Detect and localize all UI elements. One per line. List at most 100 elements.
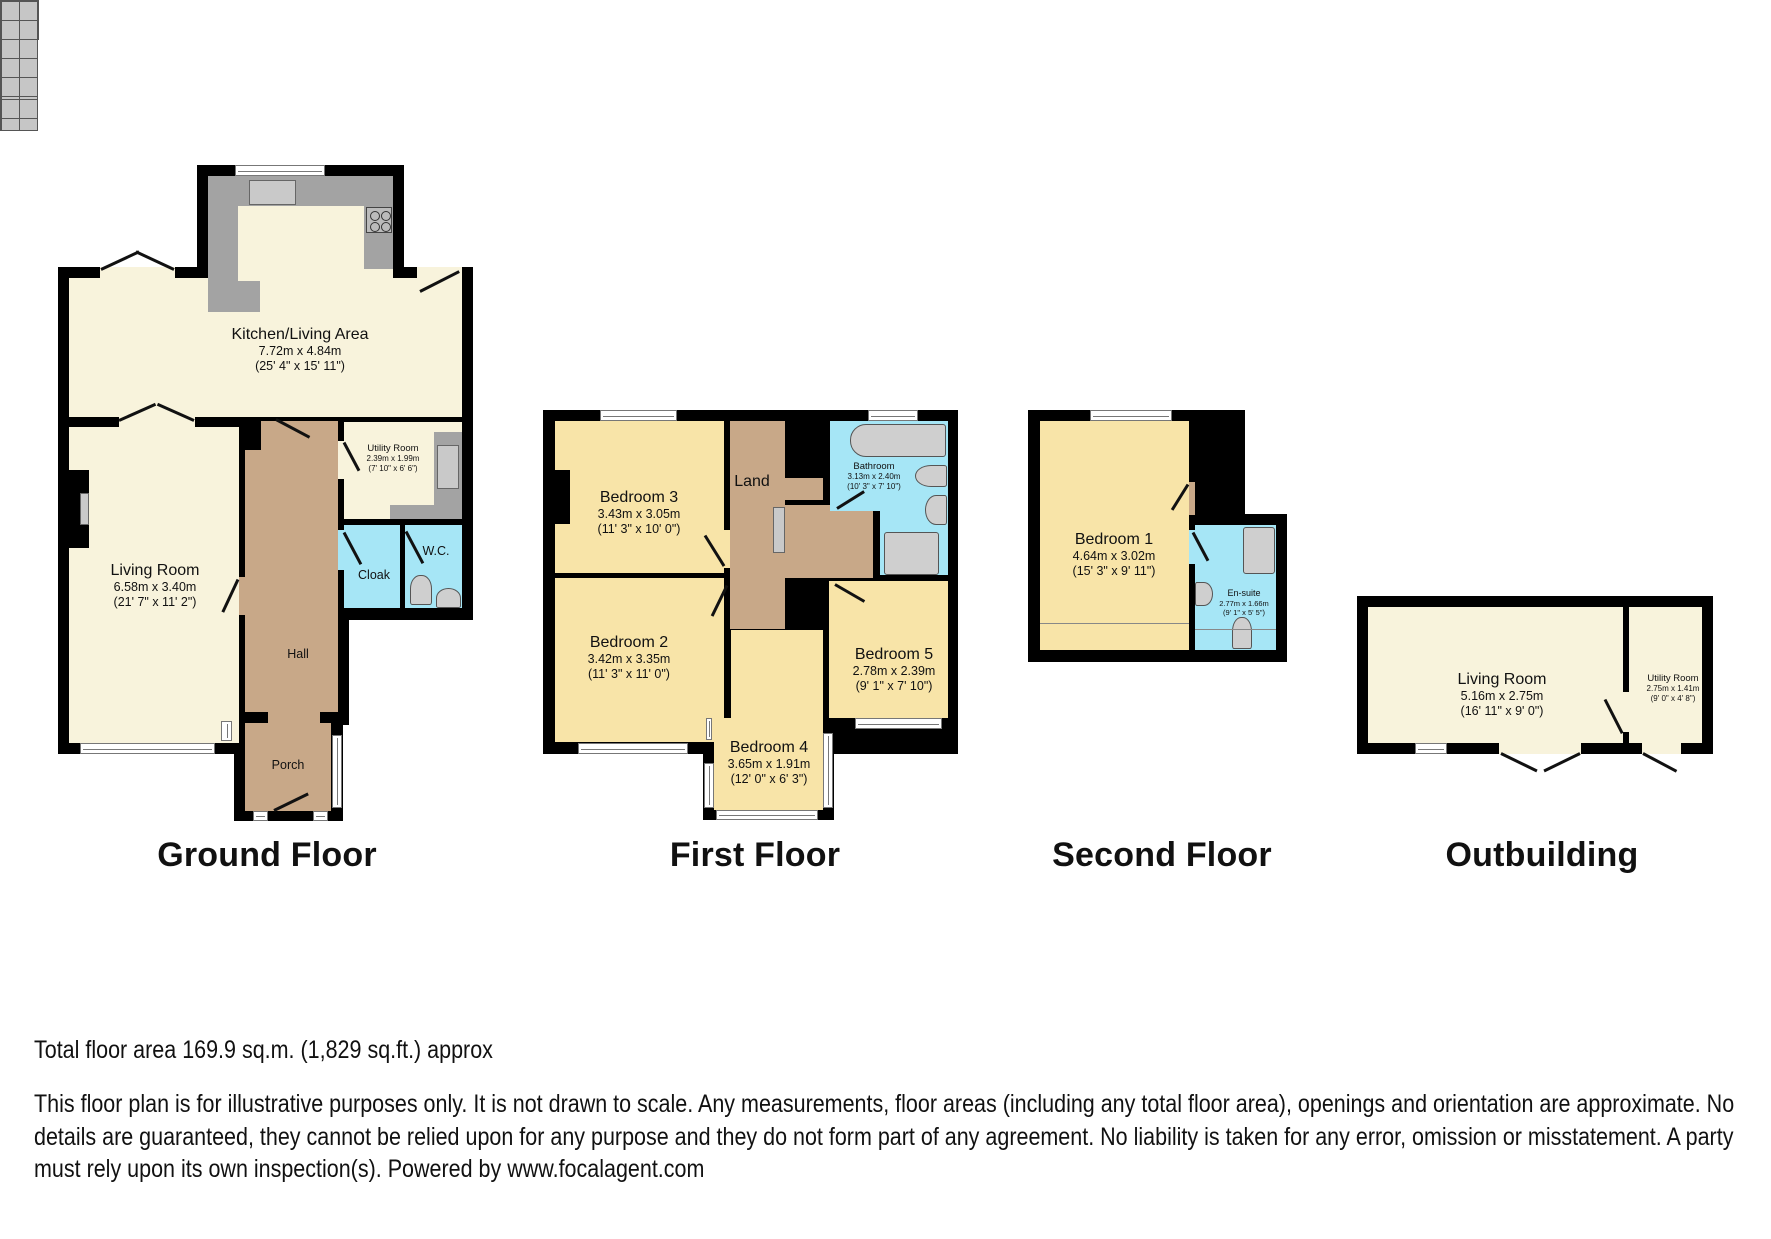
room-name: Living Room xyxy=(1457,671,1547,688)
second-floor-plan: Bedroom 1 4.64m x 3.02m (15' 3" x 9' 11"… xyxy=(0,0,1300,700)
room-imperial: (12' 0" x 6' 3") xyxy=(730,772,808,787)
room-label-en-suite: En-suite 2.77m x 1.66m (9' 1" x 5' 5") xyxy=(1219,588,1269,617)
room-name: Cloak xyxy=(358,568,390,582)
chimney-breast xyxy=(555,470,570,524)
room-imperial: (11' 3" x 11' 0") xyxy=(588,667,670,682)
french-door xyxy=(1543,752,1581,773)
outbuilding-living-room xyxy=(1368,607,1623,743)
door-opening xyxy=(1189,530,1195,564)
room-label-living-room: Living Room 6.58m x 3.40m (21' 7" x 11' … xyxy=(111,561,200,610)
room-name: En-suite xyxy=(1227,588,1261,598)
room-name: Utility Room xyxy=(367,443,419,454)
door-opening xyxy=(239,577,247,615)
door-opening xyxy=(1189,482,1195,515)
bedroom-4 xyxy=(714,718,734,810)
ground-floor-plan: Kitchen/Living Area 7.72m x 4.84m (25' 4… xyxy=(0,0,500,830)
room-label-bedroom-2: Bedroom 2 3.42m x 3.35m (11' 3" x 11' 0"… xyxy=(588,633,671,682)
sink-icon xyxy=(249,180,296,205)
hall xyxy=(261,421,338,451)
room-label-outbuilding-utility-room: Utility Room 2.75m x 1.41m (9' 0" x 4' 8… xyxy=(1647,673,1700,704)
bedroom-5 xyxy=(829,581,948,718)
living-room xyxy=(69,427,239,743)
door-opening xyxy=(1622,692,1630,732)
window xyxy=(706,718,712,740)
toilet-icon xyxy=(1232,617,1252,649)
eaves-line xyxy=(1040,623,1189,624)
room-imperial: (16' 11" x 9' 0") xyxy=(1460,704,1544,719)
window xyxy=(1415,743,1447,754)
outbuilding-plan: Living Room 5.16m x 2.75m (16' 11" x 9' … xyxy=(1357,596,1713,773)
room-imperial: (9' 1" x 5' 5") xyxy=(1223,607,1265,617)
window xyxy=(868,410,918,421)
porch xyxy=(245,723,331,811)
shower-tray-icon xyxy=(884,532,939,575)
room-imperial: (15' 3" x 9' 11") xyxy=(1072,564,1156,579)
door xyxy=(1642,752,1678,773)
room-label-bedroom-4: Bedroom 4 3.65m x 1.91m (12' 0" x 6' 3") xyxy=(728,738,811,787)
room-imperial: (11' 3" x 10' 0") xyxy=(597,522,681,537)
french-door-opening xyxy=(100,267,175,279)
window xyxy=(80,743,215,754)
room-label-bathroom: Bathroom 3.13m x 2.40m (10' 3" x 7' 10") xyxy=(847,461,901,492)
room-label-cloak: Cloak xyxy=(358,568,390,583)
porch-opening xyxy=(268,712,320,724)
cupboard xyxy=(773,507,785,553)
utility-worktop xyxy=(390,505,462,519)
room-name: W.C. xyxy=(422,544,450,558)
room-name: Porch xyxy=(271,758,305,772)
floor-title-first: First Floor xyxy=(669,836,841,874)
bedroom-3 xyxy=(555,421,724,573)
window xyxy=(855,718,942,729)
bedroom-1 xyxy=(1040,421,1189,650)
room-name: Bedroom 4 xyxy=(729,739,809,756)
window xyxy=(578,743,688,754)
room-metric: 3.65m x 1.91m xyxy=(727,757,811,772)
door-opening xyxy=(1642,743,1681,754)
french-door-opening xyxy=(119,414,195,427)
room-name: Bedroom 2 xyxy=(589,634,669,651)
room-name: Bedroom 3 xyxy=(599,489,679,506)
window xyxy=(600,410,677,421)
room-imperial: (10' 3" x 7' 10") xyxy=(847,481,901,491)
hob-icon xyxy=(366,207,392,233)
room-name: Living Room xyxy=(110,562,200,579)
room-name: Land xyxy=(734,473,770,490)
kitchen-living-area xyxy=(69,278,462,417)
window xyxy=(704,763,714,808)
chimney-breast xyxy=(69,470,89,548)
room-label-kitchen: Kitchen/Living Area 7.72m x 4.84m (25' 4… xyxy=(232,325,369,374)
room-metric: 2.77m x 1.66m xyxy=(1219,598,1269,608)
window xyxy=(332,735,342,808)
disclaimer: This floor plan is for illustrative purp… xyxy=(34,1090,1735,1183)
outbuilding-utility-room xyxy=(1629,607,1702,743)
door-opening xyxy=(338,441,346,479)
room-label-bedroom-5: Bedroom 5 2.78m x 2.39m (9' 1" x 7' 10") xyxy=(853,645,936,694)
room-imperial: (25' 4" x 15' 11") xyxy=(255,359,345,374)
door-opening xyxy=(722,530,732,568)
window xyxy=(253,811,268,821)
room-name: Bedroom 1 xyxy=(1074,531,1154,548)
room-metric: 7.72m x 4.84m xyxy=(258,344,342,359)
room-metric: 3.42m x 3.35m xyxy=(587,652,671,667)
room-name: Kitchen/Living Area xyxy=(231,326,369,343)
toilet-icon xyxy=(410,575,432,605)
room-name: Utility Room xyxy=(1647,673,1699,684)
room-metric: 3.43m x 3.05m xyxy=(597,507,681,522)
basin-icon xyxy=(925,495,947,525)
landing xyxy=(785,478,823,500)
room-label-hall: Hall xyxy=(287,647,309,662)
room-label-porch: Porch xyxy=(272,758,305,773)
room-metric: 2.75m x 1.41m xyxy=(1646,684,1700,694)
floor-title-second: Second Floor xyxy=(1052,836,1272,874)
room-imperial: (9' 1" x 7' 10") xyxy=(855,679,933,694)
cloak-room xyxy=(344,525,400,608)
window xyxy=(1090,410,1172,421)
window xyxy=(716,810,818,820)
room-imperial: (21' 7" x 11' 2") xyxy=(113,595,197,610)
bedroom-4 xyxy=(731,630,823,810)
room-name: Bathroom xyxy=(853,461,895,472)
fireplace-icon xyxy=(80,493,89,525)
room-label-landing: Land xyxy=(734,472,770,491)
window xyxy=(313,811,328,821)
floor-title-outbuilding: Outbuilding xyxy=(1445,836,1639,874)
